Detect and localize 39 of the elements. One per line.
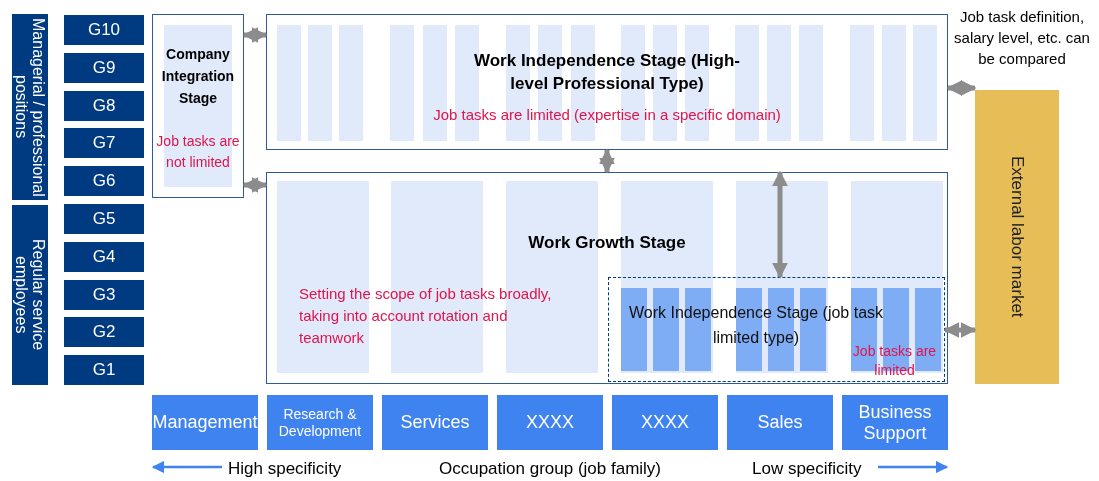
stage-title: Work Growth Stage — [527, 233, 687, 253]
grade-level: G1 — [64, 355, 144, 386]
grade-level: G2 — [64, 317, 144, 348]
double-arrow — [242, 177, 268, 193]
grade-level: G6 — [64, 166, 144, 197]
stage-title: Work Independence Stage (High-level Professional Type) — [472, 50, 742, 95]
double-arrow — [946, 80, 977, 96]
stage-panel — [607, 276, 945, 382]
stage-note: Job tasks are not limited — [155, 132, 241, 172]
job-family-tile: Services — [382, 395, 488, 450]
double-arrow — [242, 27, 268, 43]
stage-note: Setting the scope of job tasks broadly, taking into account rotation and teamwork — [299, 284, 553, 348]
double-arrow — [772, 170, 788, 279]
comparison-note: Job task definition, salary level, etc. can be compared — [953, 7, 1091, 69]
grade-level: G7 — [64, 128, 144, 159]
grade-level: G10 — [64, 15, 144, 45]
grade-level: G4 — [64, 241, 144, 272]
stage-panel — [152, 14, 244, 198]
job-family-tile: Sales — [727, 395, 833, 450]
stage-note: Job tasks are limited (expertise in a specific domain) — [432, 106, 782, 123]
grade-level: G9 — [64, 52, 144, 83]
job-family-tile: Research & Development — [267, 395, 373, 450]
grade-level: G5 — [64, 204, 144, 234]
stage-title: Company Integration Stage — [160, 45, 236, 108]
double-arrow — [599, 148, 615, 174]
job-family-tile: XXXX — [497, 395, 603, 450]
axis-label: High specificity — [228, 459, 343, 479]
grade-level: G3 — [64, 279, 144, 310]
employee-category-band: Managerial / professional positions — [12, 14, 48, 200]
employee-category-band: Regular service employees — [12, 205, 48, 385]
double-arrow — [943, 322, 977, 338]
job-family-tile: XXXX — [612, 395, 718, 450]
labor-market-bar: External labor market — [975, 90, 1059, 384]
job-family-tile: Management — [152, 395, 258, 450]
stage-panel — [266, 14, 948, 150]
job-family-tile: Business Support — [842, 395, 948, 450]
grade-level: G8 — [64, 90, 144, 121]
axis-title: Occupation group (job family) — [437, 459, 662, 479]
axis-label: Low specificity — [752, 459, 863, 479]
